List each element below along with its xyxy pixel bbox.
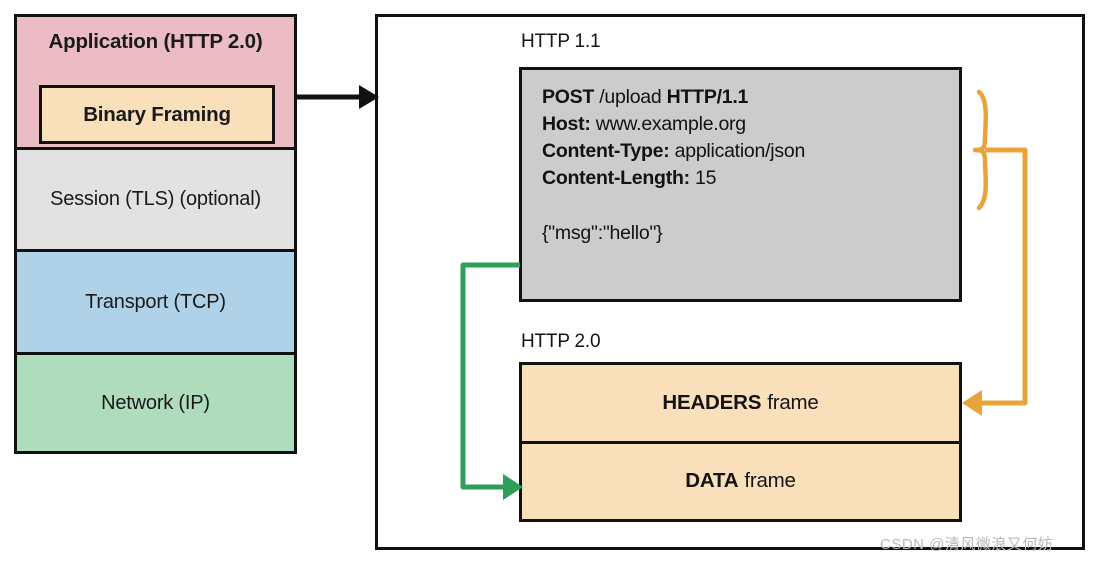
http11-header-content-type: Content-Type: application/json	[542, 138, 959, 165]
stack-to-panel-arrow-icon	[297, 85, 379, 109]
http11-header-content-length: Content-Length: 15	[542, 165, 959, 192]
binary-framing-label: Binary Framing	[83, 102, 231, 126]
http11-header-host: Host: www.example.org	[542, 111, 959, 138]
http11-section-label: HTTP 1.1	[521, 31, 601, 52]
http20-headers-frame: HEADERS frame	[522, 365, 959, 444]
http20-headers-frame-suffix: frame	[767, 390, 819, 414]
http11-header-content-length-value: 15	[695, 167, 717, 189]
stack-layer-application: Application (HTTP 2.0) Binary Framing	[17, 17, 294, 150]
http11-message-box: POST /upload HTTP/1.1 Host: www.example.…	[519, 67, 962, 302]
http11-message-body: {"msg":"hello"}	[542, 222, 663, 244]
http20-headers-frame-name: HEADERS	[662, 390, 762, 414]
http20-section-label: HTTP 2.0	[521, 331, 601, 352]
stack-layer-network: Network (IP)	[17, 355, 294, 451]
http11-header-content-type-value: application/json	[674, 140, 806, 162]
stack-layer-session-label: Session (TLS) (optional)	[50, 188, 261, 210]
http20-data-frame: DATA frame	[522, 444, 959, 520]
http11-header-content-length-name: Content-Length:	[542, 167, 690, 189]
http20-frames-box: HEADERS frame DATA frame	[519, 362, 962, 522]
http11-header-content-type-name: Content-Type:	[542, 140, 670, 162]
stack-layer-application-label: Application (HTTP 2.0)	[48, 30, 263, 53]
stack-layer-session: Session (TLS) (optional)	[17, 150, 294, 252]
http11-path: /upload	[599, 86, 662, 108]
stack-layer-transport-label: Transport (TCP)	[85, 290, 226, 313]
framing-panel	[375, 14, 1085, 550]
stack-layer-network-label: Network (IP)	[101, 391, 210, 414]
http20-data-frame-suffix: frame	[744, 469, 796, 493]
http11-version: HTTP/1.1	[666, 86, 749, 108]
protocol-stack: Application (HTTP 2.0) Binary Framing Se…	[14, 14, 297, 454]
http11-method: POST	[542, 86, 595, 108]
http20-data-frame-name: DATA	[685, 469, 739, 493]
http11-header-host-value: www.example.org	[595, 113, 746, 135]
csdn-watermark: CSDN @清风微浪又何妨	[880, 536, 1054, 553]
binary-framing-box: Binary Framing	[39, 85, 275, 144]
stack-layer-transport: Transport (TCP)	[17, 252, 294, 355]
http11-request-line: POST /upload HTTP/1.1	[542, 84, 959, 111]
http11-header-host-name: Host:	[542, 113, 591, 135]
